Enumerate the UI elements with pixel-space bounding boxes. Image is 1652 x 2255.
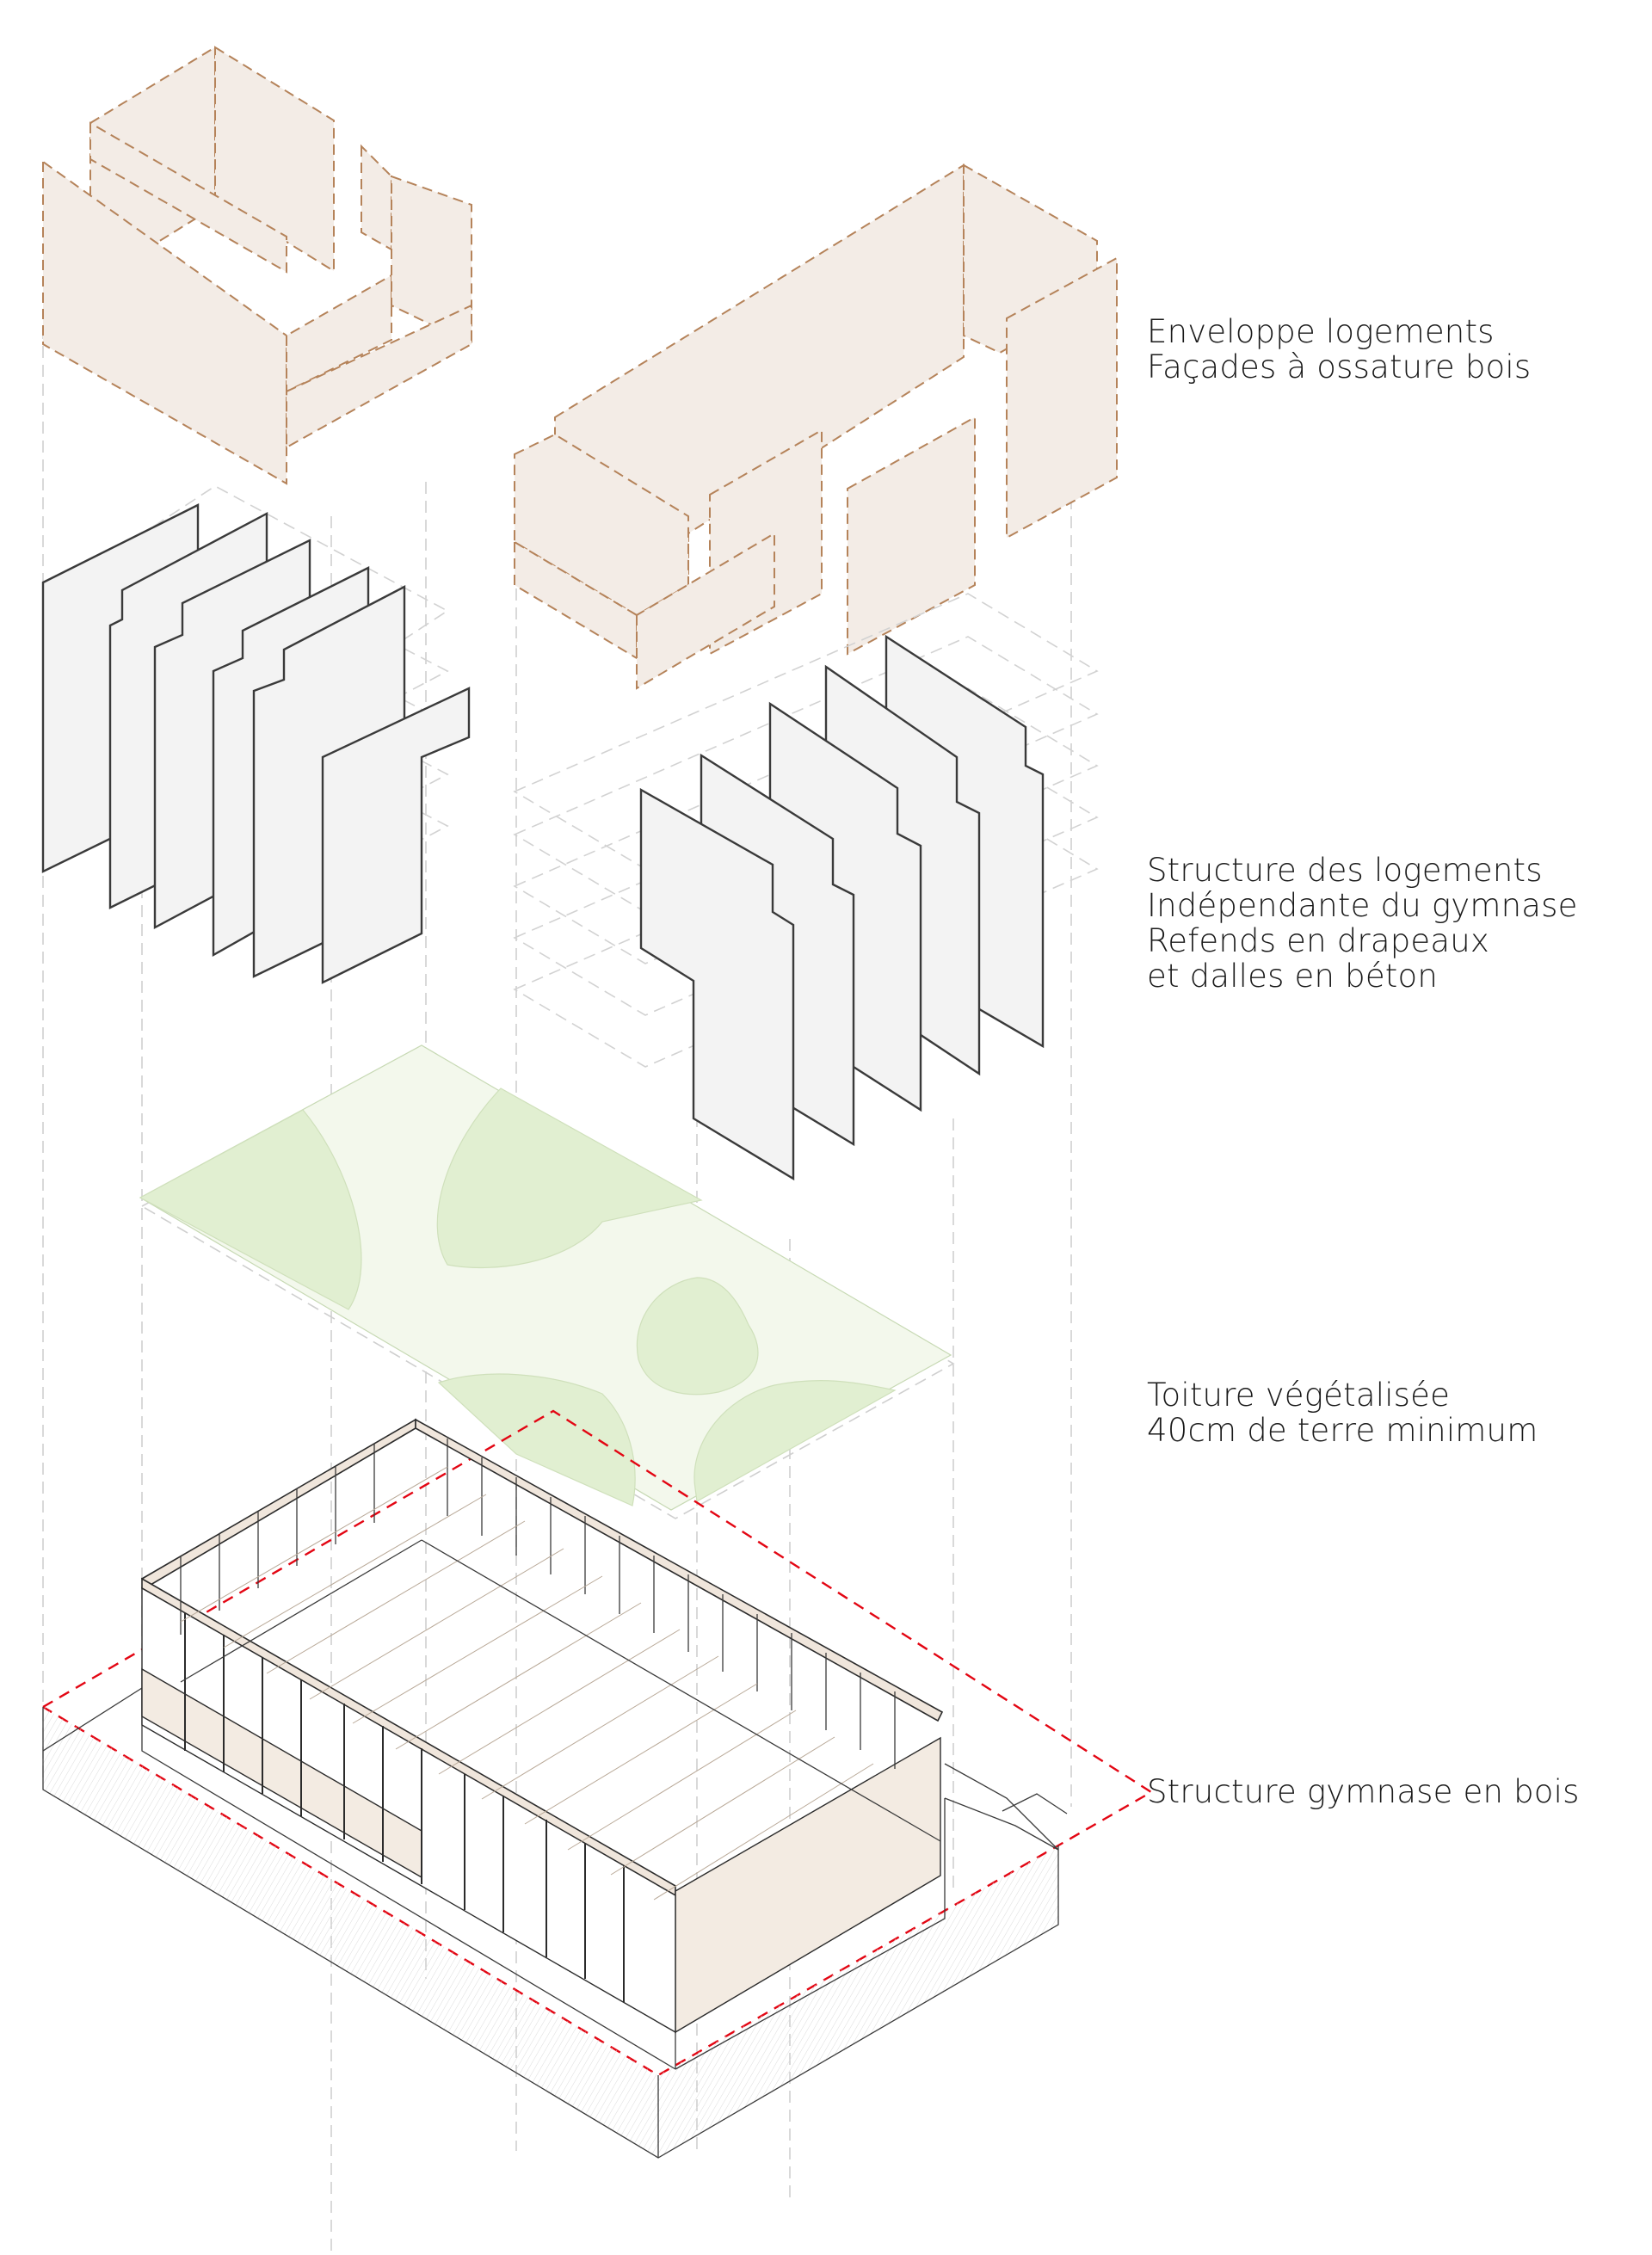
label-roof-line-2: 40cm de terre minimum	[1147, 1412, 1538, 1449]
shear-wall-6	[321, 687, 471, 984]
gym-plinth	[42, 1687, 1068, 2159]
label-roof-line-1: Toiture végétalisée	[1147, 1377, 1451, 1414]
label-structure-line-4: et dalles en béton	[1147, 958, 1438, 995]
envelope-left-block	[42, 46, 472, 485]
label-housing-structure: Structure des logements Indépendante du …	[1147, 853, 1578, 994]
green-roof-layer	[139, 1044, 955, 1519]
planting-area-2	[436, 1087, 703, 1269]
gym-roof-trusses	[180, 1466, 874, 1901]
housing-structure-right	[513, 593, 1099, 1181]
housing-structure-left	[41, 485, 471, 984]
gym-front-studs	[184, 1613, 625, 2002]
label-envelope-line-2: Façades à ossature bois	[1147, 348, 1532, 385]
gym-structure	[140, 1418, 944, 2034]
label-structure-line-2: Indépendante du gymnase	[1147, 887, 1578, 924]
planting-area-5	[693, 1380, 897, 1502]
label-gym-line-1: Structure gymnase en bois	[1147, 1773, 1580, 1810]
planting-area-4	[437, 1373, 636, 1506]
label-green-roof: Toiture végétalisée 40cm de terre minimu…	[1147, 1377, 1538, 1448]
label-envelope-line-1: Enveloppe logements	[1147, 313, 1495, 350]
label-structure-line-1: Structure des logements	[1147, 852, 1543, 889]
label-envelope: Enveloppe logements Façades à ossature b…	[1147, 314, 1531, 385]
planting-area-1	[139, 1109, 362, 1310]
shear-wall-11	[639, 787, 795, 1181]
label-gym-structure: Structure gymnase en bois	[1147, 1774, 1580, 1809]
label-structure-line-3: Refends en drapeaux	[1147, 922, 1489, 959]
site-boundary	[42, 1409, 1154, 2077]
gym-back-studs	[180, 1439, 896, 1769]
envelope-right-block	[514, 163, 1118, 690]
planting-area-3	[636, 1277, 759, 1396]
